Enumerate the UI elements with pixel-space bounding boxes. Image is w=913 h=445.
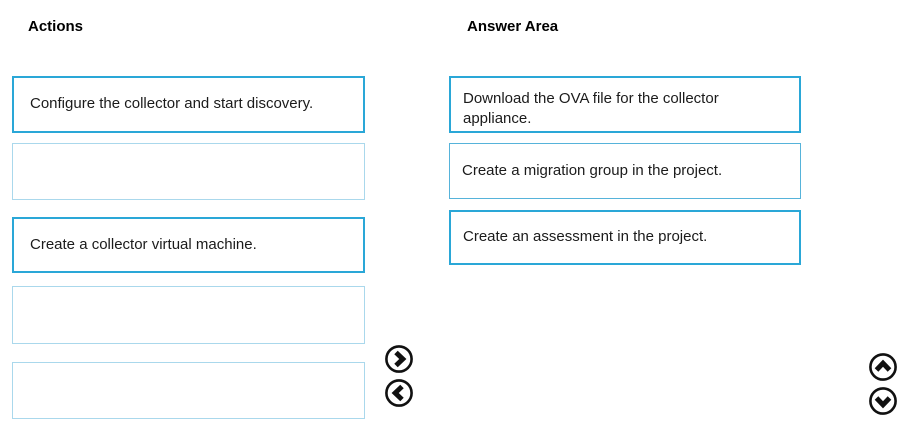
- move-up-button[interactable]: [868, 352, 898, 382]
- move-left-button[interactable]: [384, 378, 414, 408]
- chevron-up-circle-icon: [868, 352, 898, 382]
- answer-item-label: Create a migration group in the project.: [462, 161, 723, 179]
- action-item-label: Configure the collector and start discov…: [30, 95, 314, 113]
- action-item-label: Create a collector virtual machine.: [30, 235, 257, 253]
- action-slot-empty-3[interactable]: [12, 362, 365, 419]
- answer-item-label: Download the OVA file for the collector …: [463, 90, 719, 128]
- move-down-button[interactable]: [868, 386, 898, 416]
- action-slot-empty-2[interactable]: [12, 286, 365, 344]
- answer-item-download-ova[interactable]: Download the OVA file for the collector …: [449, 76, 801, 133]
- chevron-down-circle-icon: [868, 386, 898, 416]
- chevron-left-circle-icon: [384, 378, 414, 408]
- action-item-create-collector-vm[interactable]: Create a collector virtual machine.: [12, 217, 365, 273]
- answer-item-label: Create an assessment in the project.: [463, 228, 708, 246]
- action-slot-empty-1[interactable]: [12, 143, 365, 200]
- answer-item-create-assessment[interactable]: Create an assessment in the project.: [449, 210, 801, 265]
- answer-item-create-migration-group[interactable]: Create a migration group in the project.: [449, 143, 801, 199]
- actions-heading: Actions: [28, 18, 84, 35]
- move-right-button[interactable]: [384, 344, 414, 374]
- action-item-configure-collector[interactable]: Configure the collector and start discov…: [12, 76, 365, 133]
- answer-area-heading: Answer Area: [467, 18, 559, 35]
- chevron-right-circle-icon: [384, 344, 414, 374]
